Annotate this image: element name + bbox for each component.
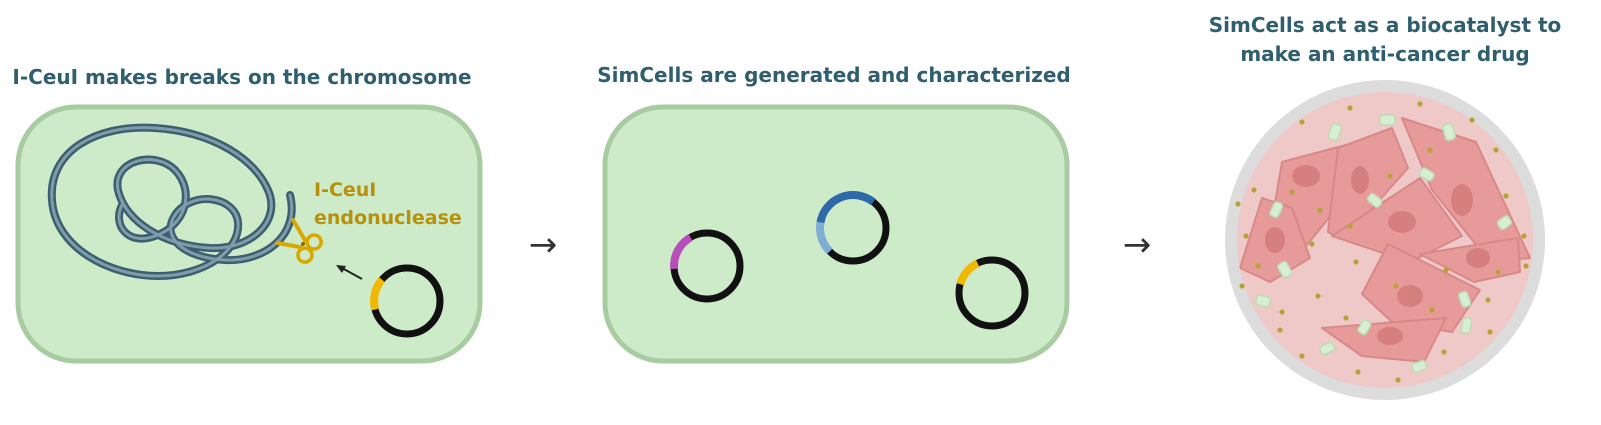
panel-1-title: I-CeuI makes breaks on the chromosome — [12, 65, 471, 89]
panel-simcell-generation: SimCells are generated and characterized — [597, 63, 1071, 364]
petri-dish-icon — [1225, 80, 1545, 400]
expression-arrow — [336, 265, 363, 280]
panel-chromosome-break: I-CeuI makes breaks on the chromosome I-… — [12, 65, 483, 364]
panel-3-title-line-1: SimCells act as a biocatalyst to — [1209, 13, 1562, 37]
arrow-step-1-to-2: → — [529, 225, 558, 265]
enzyme-label-type: endonuclease — [314, 207, 462, 229]
scissors-icon — [274, 217, 323, 264]
simcell-capsules — [1254, 114, 1513, 373]
panel-3-title-line-2: make an anti-cancer drug — [1240, 42, 1529, 66]
plasmid-icon — [670, 229, 744, 303]
drug-particles — [1235, 101, 1529, 383]
plasmid-icon — [370, 264, 444, 338]
plasmid-icon — [955, 256, 1029, 330]
bacterial-cell-1 — [15, 104, 483, 364]
panel-biocatalyst: SimCells act as a biocatalyst to make an… — [1209, 13, 1562, 400]
arrow-step-2-to-3: → — [1123, 225, 1152, 265]
enzyme-label-name: I-CeuI — [314, 179, 376, 201]
cell-nuclei — [1265, 165, 1490, 345]
chromosome — [47, 123, 296, 280]
panel-2-title: SimCells are generated and characterized — [597, 63, 1070, 87]
plasmid-icon — [816, 191, 890, 265]
